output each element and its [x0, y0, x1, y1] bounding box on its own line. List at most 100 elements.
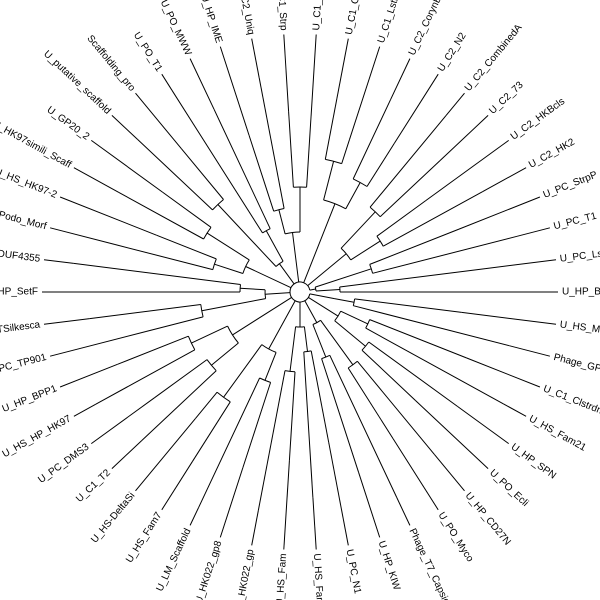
- terminal-branch: [95, 349, 196, 405]
- root-arc: [289, 281, 311, 303]
- terminal-branch: [310, 350, 330, 443]
- leaf-label: U_C1_Strp: [275, 0, 289, 31]
- leaf-connector: [516, 227, 551, 237]
- root-branch: [265, 292, 291, 295]
- leaf-connector: [503, 403, 527, 417]
- clade-arc: [352, 178, 368, 187]
- terminal-branch: [329, 355, 398, 498]
- leaf-connector: [189, 58, 215, 110]
- leaf-connector: [251, 510, 259, 546]
- terminal-branch: [368, 341, 459, 408]
- terminal-branch: [198, 377, 261, 508]
- terminal-branch: [73, 262, 241, 285]
- leaf-connector: [336, 38, 349, 99]
- leaf-label: U_C1_Lstra: [376, 0, 403, 45]
- leaf-label: U_HS_HK97-2: [0, 166, 59, 201]
- terminal-branch: [171, 89, 263, 234]
- leaf-connector: [283, 34, 290, 112]
- leaf-connector: [458, 196, 541, 230]
- leaf-connector: [457, 406, 509, 445]
- root-branch: [268, 300, 296, 350]
- group-arc: [340, 247, 352, 261]
- internal-branch: [323, 161, 335, 201]
- terminal-branch: [376, 200, 426, 237]
- leaf-connector: [219, 46, 250, 136]
- terminal-branch: [352, 99, 392, 180]
- internal-branch: [340, 310, 369, 325]
- leaf-connector: [91, 139, 163, 193]
- leaf-connector: [392, 438, 439, 511]
- leaf-label: U_C1_Comb: [311, 0, 326, 31]
- terminal-branch: [257, 370, 286, 511]
- internal-branch: [217, 204, 277, 267]
- terminal-branch: [145, 316, 204, 332]
- leaf-label: U_C2_HK2: [527, 137, 577, 171]
- group-arc: [275, 260, 284, 267]
- leaf-connector: [135, 92, 182, 150]
- leaf-connector: [396, 497, 411, 526]
- internal-branch: [265, 230, 284, 262]
- clade-arc: [216, 391, 231, 403]
- terminal-branch: [195, 391, 218, 419]
- leaf-label: U_PC_T1: [552, 211, 598, 233]
- terminal-branch: [154, 359, 208, 399]
- leaf-label: U_Podo_Morf: [0, 206, 48, 232]
- leaf-connector: [251, 38, 260, 78]
- clade-arc: [200, 304, 204, 318]
- leaf-connector: [445, 92, 465, 116]
- leaf-connector: [161, 73, 173, 91]
- leaf-label: U_HK022_gp: [234, 548, 256, 600]
- internal-branch: [240, 287, 266, 291]
- leaf-label: U_C2_N2: [436, 30, 469, 73]
- leaf-label: U_HS_Fam21: [527, 414, 588, 454]
- leaf-label: Phage_T7_Capsid: [406, 527, 451, 600]
- internal-branch: [320, 320, 354, 366]
- clade-arc: [212, 199, 224, 211]
- leaf-label: U_HP_Bcep: [562, 287, 600, 298]
- root-branch: [303, 203, 336, 283]
- group-arc: [242, 259, 250, 274]
- leaf-label: U_C2_CorynB: [407, 0, 445, 57]
- group-arc: [334, 310, 342, 322]
- leaf-label: U_PO_T1: [131, 30, 164, 74]
- terminal-branch: [191, 401, 231, 462]
- internal-branch: [350, 240, 381, 261]
- internal-branch: [312, 324, 327, 358]
- leaf-connector: [425, 139, 509, 202]
- leaf-label: DUF4355: [0, 249, 41, 265]
- leaf-connector: [91, 397, 155, 445]
- leaf-label: U_HS-DeltaSi: [89, 490, 137, 545]
- leaf-connector: [59, 196, 157, 236]
- leaf-connector: [283, 460, 290, 550]
- clade-arc: [369, 206, 381, 218]
- leaf-connector: [73, 403, 97, 417]
- internal-branch: [315, 268, 372, 288]
- leaf-label: U_HP_SetF: [0, 287, 38, 298]
- terminal-branch: [181, 148, 224, 200]
- leaf-connector: [314, 34, 317, 59]
- leaf-label: U_PC_DMS3: [36, 441, 91, 485]
- leaf-label: U_HK97simili_Scaff: [0, 119, 73, 171]
- terminal-branch: [366, 143, 395, 187]
- terminal-branch: [354, 298, 462, 313]
- leaf-label: U_HP_IME: [198, 0, 224, 45]
- leaf-connector: [59, 363, 118, 388]
- leaf-connector: [189, 507, 200, 526]
- leaf-connector: [312, 497, 317, 550]
- leaf-label: U_HP_KIW: [376, 540, 402, 593]
- leaf-connector: [439, 115, 489, 161]
- clade-arc: [262, 228, 271, 234]
- terminal-branch: [324, 98, 338, 160]
- leaf-label: U_PC_Lstra: [559, 247, 600, 265]
- internal-branch: [206, 232, 250, 261]
- clade-arc: [212, 258, 217, 270]
- leaf-connector: [348, 46, 381, 140]
- internal-branch: [223, 344, 263, 398]
- internal-branch: [201, 298, 266, 312]
- leaf-connector: [43, 318, 90, 325]
- root-branch: [308, 296, 339, 317]
- leaf-label: U_C1_Clstrdm: [542, 383, 600, 417]
